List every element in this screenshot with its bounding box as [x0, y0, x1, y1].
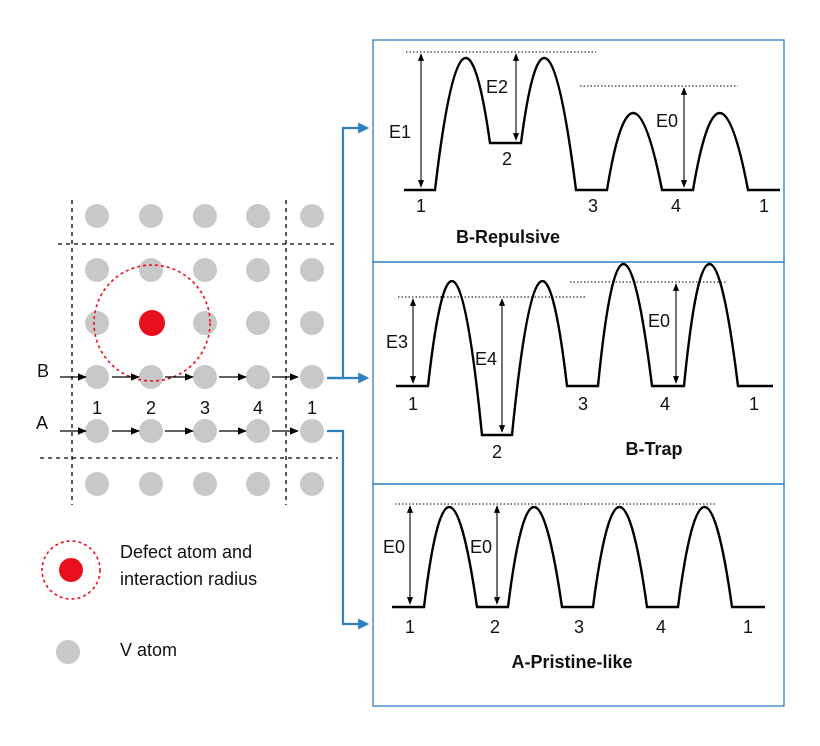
- panel-connectors: [327, 122, 370, 630]
- lattice-site-label: 1: [92, 398, 102, 418]
- energy-label-e0: E0: [383, 537, 405, 557]
- atom-grid: [85, 204, 324, 496]
- site-label: 2: [490, 617, 500, 637]
- energy-label-e3: E3: [386, 332, 408, 352]
- v-atom: [193, 419, 217, 443]
- energy-arrows: [406, 505, 501, 605]
- v-atom: [300, 258, 324, 282]
- energy-profile-pristine: [392, 506, 765, 609]
- site-labels: 1 2 3 4 1: [416, 149, 769, 216]
- path-a-label: A: [36, 413, 48, 433]
- lattice-site-label: 2: [146, 398, 156, 418]
- lattice-site-label: 3: [200, 398, 210, 418]
- legend-defect-label-line1: Defect atom and: [120, 542, 252, 562]
- site-label: 2: [502, 149, 512, 169]
- v-atom: [246, 311, 270, 335]
- panel-pristine: E0 E0 1 2 3 4 1 A-Pristine-like: [383, 503, 765, 672]
- energy-label-e0: E0: [656, 111, 678, 131]
- panel-trap-frame: [372, 261, 785, 485]
- panel-repulsive-frame: [372, 39, 785, 263]
- lattice: B A 1 2 3 4 1: [36, 200, 338, 505]
- v-atom: [246, 419, 270, 443]
- v-atom: [139, 472, 163, 496]
- site-label: 3: [588, 196, 598, 216]
- site-label: 3: [578, 394, 588, 414]
- panel-pristine-frame: [372, 483, 785, 707]
- v-atom: [300, 311, 324, 335]
- legend-v-atom: [56, 640, 80, 664]
- v-atom: [246, 472, 270, 496]
- v-atom: [139, 365, 163, 389]
- reference-dotted-lines: [406, 51, 738, 87]
- lattice-gridlines: [40, 200, 338, 505]
- site-labels: 1 2 3 4 1: [405, 617, 753, 637]
- interaction-radius-ring: [93, 264, 211, 382]
- v-atom: [139, 258, 163, 282]
- lattice-site-labels: 1 2 3 4 1: [92, 398, 317, 418]
- energy-profile-trap: [396, 263, 773, 437]
- site-label: 1: [405, 617, 415, 637]
- v-atom: [85, 258, 109, 282]
- panel-title: B-Repulsive: [456, 227, 560, 247]
- site-label: 1: [749, 394, 759, 414]
- energy-profile-repulsive: [404, 56, 780, 192]
- site-label: 1: [743, 617, 753, 637]
- energy-panels: [372, 39, 785, 707]
- v-atom: [193, 311, 217, 335]
- energy-arrows: [409, 283, 680, 433]
- v-atom: [300, 472, 324, 496]
- panel-title: B-Trap: [625, 439, 682, 459]
- energy-label-e0: E0: [470, 537, 492, 557]
- v-atom: [300, 365, 324, 389]
- legend-defect-label-line2: interaction radius: [120, 569, 257, 589]
- v-atom: [246, 204, 270, 228]
- v-atom: [246, 365, 270, 389]
- v-atom: [85, 472, 109, 496]
- legend: Defect atom and interaction radius V ato…: [41, 540, 257, 664]
- energy-label-e1: E1: [389, 122, 411, 142]
- panel-title: A-Pristine-like: [511, 652, 632, 672]
- energy-arrows: [417, 53, 688, 188]
- legend-v-atom-label: V atom: [120, 640, 177, 660]
- energy-label-e2: E2: [486, 77, 508, 97]
- site-label: 1: [416, 196, 426, 216]
- v-atom: [193, 365, 217, 389]
- v-atom: [246, 258, 270, 282]
- reference-dotted-lines: [398, 281, 727, 298]
- connector-to-repulsive: [327, 122, 370, 380]
- lattice-site-label: 1: [307, 398, 317, 418]
- v-atom: [193, 204, 217, 228]
- connector-to-pristine: [327, 429, 370, 630]
- site-label: 3: [574, 617, 584, 637]
- lattice-site-label: 4: [253, 398, 263, 418]
- site-label: 2: [492, 442, 502, 462]
- panel-trap: E3 E4 E0 1 2 3 4 1 B-Trap: [386, 263, 773, 462]
- v-atom: [85, 365, 109, 389]
- defect-atom: [139, 310, 165, 336]
- site-label: 1: [408, 394, 418, 414]
- v-atom: [85, 419, 109, 443]
- v-atom: [300, 419, 324, 443]
- v-atom: [139, 204, 163, 228]
- v-atom: [85, 311, 109, 335]
- legend-radius-ring: [41, 540, 101, 600]
- legend-defect-atom: [59, 558, 83, 582]
- v-atom: [300, 204, 324, 228]
- v-atom: [193, 258, 217, 282]
- v-atom: [193, 472, 217, 496]
- v-atom: [85, 204, 109, 228]
- path-b-label: B: [37, 361, 49, 381]
- energy-label-e0: E0: [648, 311, 670, 331]
- site-label: 4: [660, 394, 670, 414]
- site-label: 1: [759, 196, 769, 216]
- v-atom: [139, 419, 163, 443]
- site-labels: 1 2 3 4 1: [408, 394, 759, 462]
- panel-repulsive: E1 E2 E0 1 2 3 4 1 B-Repulsive: [389, 51, 780, 247]
- site-label: 4: [656, 617, 666, 637]
- energy-label-e4: E4: [475, 349, 497, 369]
- site-label: 4: [671, 196, 681, 216]
